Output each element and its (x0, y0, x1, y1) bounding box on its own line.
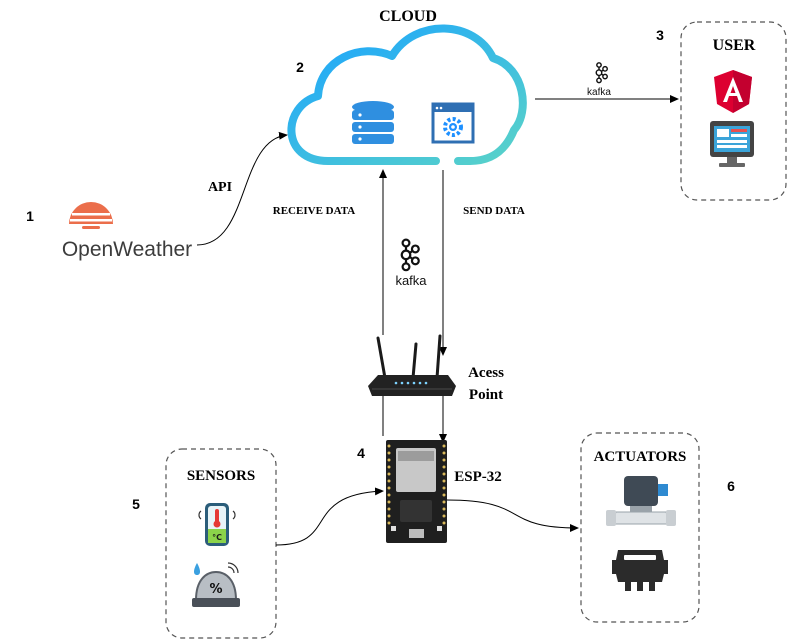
temperature-sensor-icon (198, 503, 236, 546)
cloud-shape (287, 24, 527, 165)
cloud-title: CLOUD (379, 8, 437, 25)
actuators-title: ACTUATORS (594, 449, 687, 465)
humidity-sensor-icon: % (192, 562, 240, 607)
actuators-node: ACTUATORS 6 (580, 432, 735, 623)
svg-text:%: % (209, 582, 222, 597)
kafka-label-middle: kafka (395, 273, 427, 288)
api-label: API (208, 180, 232, 195)
user-title: USER (713, 37, 756, 54)
sensors-title: SENSORS (187, 468, 255, 484)
actuators-box (580, 432, 700, 623)
esp32-number: 4 (357, 445, 365, 461)
sensors-node: SENSORS 5 °C % (132, 448, 277, 639)
send-data-label: SEND DATA (463, 205, 525, 217)
kafka-icon-middle (400, 238, 420, 272)
openweather-to-cloud-arrow (196, 131, 288, 246)
solenoid-valve-icon (606, 476, 676, 526)
temp-unit-label: °C (212, 533, 222, 542)
cloud-node: CLOUD 2 (287, 8, 527, 165)
user-number: 3 (656, 27, 664, 43)
sensors-box (165, 448, 277, 639)
openweather-node: 1 OpenWeather (26, 202, 192, 261)
esp32-board-icon (386, 440, 447, 543)
access-point-label-line2: Point (469, 387, 503, 403)
web-settings-icon (431, 102, 475, 144)
cloud-number: 2 (296, 59, 304, 75)
user-box (680, 21, 787, 201)
kafka-icon-top (595, 62, 608, 84)
receive-data-label: RECEIVE DATA (273, 205, 355, 217)
access-point-label-line1: Acess (468, 365, 504, 381)
user-node: USER 3 (656, 21, 787, 201)
kafka-label-top: kafka (587, 87, 611, 98)
dashboard-monitor-icon (710, 121, 754, 167)
router-icon (368, 334, 456, 396)
sensors-to-esp32-arrow (275, 487, 384, 546)
openweather-brand: OpenWeather (62, 238, 192, 261)
database-icon (352, 101, 394, 144)
openweather-number: 1 (26, 208, 34, 224)
angular-icon (714, 70, 752, 113)
esp32-to-actuators-arrow (446, 499, 579, 532)
openweather-logo-icon (69, 202, 113, 229)
esp32-node: 4 ESP-32 (357, 440, 502, 543)
relay-module-icon (612, 550, 668, 591)
sensors-number: 5 (132, 496, 140, 512)
actuators-number: 6 (727, 478, 735, 494)
esp32-title: ESP-32 (454, 469, 502, 485)
